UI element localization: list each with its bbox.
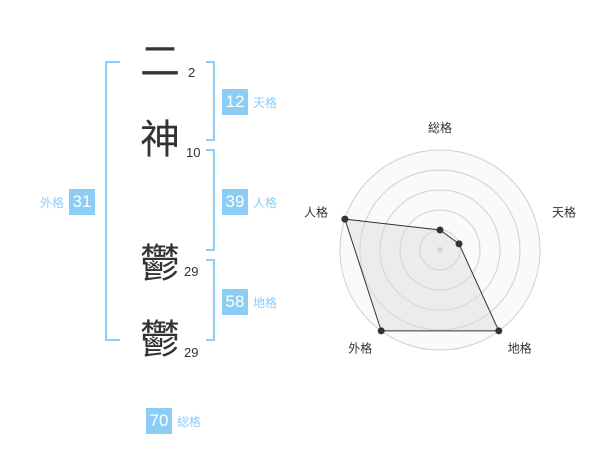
gaikaku-bracket [105, 61, 120, 341]
tenkaku-badge: 12 天格 [222, 89, 277, 115]
name-char-3: 鬱 [140, 241, 180, 287]
jinkaku-label: 人格 [253, 195, 278, 210]
radar-point-1 [455, 240, 463, 248]
soukaku-value: 70 [146, 408, 172, 434]
radar-axis-label-2: 地格 [508, 341, 532, 356]
stroke-count-3: 29 [184, 264, 199, 279]
name-char-1: 二 [140, 39, 180, 85]
radar-point-3 [377, 327, 385, 335]
chikaku-badge: 58 地格 [222, 289, 277, 315]
chikaku-value: 58 [222, 289, 248, 315]
jinkaku-badge: 39 人格 [222, 189, 277, 215]
chikaku-label: 地格 [253, 295, 278, 310]
stroke-count-1: 2 [188, 65, 196, 80]
soukaku-label: 総格 [177, 414, 202, 429]
tenkaku-bracket [206, 61, 215, 141]
radar-point-4 [341, 215, 349, 223]
radar-center [437, 247, 443, 253]
chikaku-bracket [206, 259, 215, 341]
jinkaku-value: 39 [222, 189, 248, 215]
tenkaku-value: 12 [222, 89, 248, 115]
jinkaku-bracket [206, 149, 215, 251]
stroke-count-2: 10 [186, 145, 201, 160]
radar-grid-circle-3 [379, 189, 501, 311]
stroke-count-4: 29 [184, 345, 199, 360]
radar-axis-label-3: 外格 [348, 341, 372, 356]
radar-axis-label-4: 人格 [304, 204, 328, 219]
radar-grid-circle-4 [359, 169, 521, 331]
gaikaku-label: 外格 [40, 195, 65, 210]
radar-grid-circle-2 [399, 209, 481, 291]
radar-axis-label-1: 天格 [552, 204, 576, 219]
soukaku-badge: 70 総格 [146, 408, 201, 434]
radar-axis-label-0: 総格 [428, 120, 452, 135]
gaikaku-value: 31 [69, 189, 96, 215]
radar-point-0 [436, 226, 444, 234]
radar-point-2 [495, 327, 503, 335]
name-char-4: 鬱 [140, 317, 180, 363]
tenkaku-label: 天格 [253, 95, 278, 110]
name-char-2: 神 [140, 117, 180, 163]
gaikaku-badge: 外格 31 [40, 189, 96, 215]
